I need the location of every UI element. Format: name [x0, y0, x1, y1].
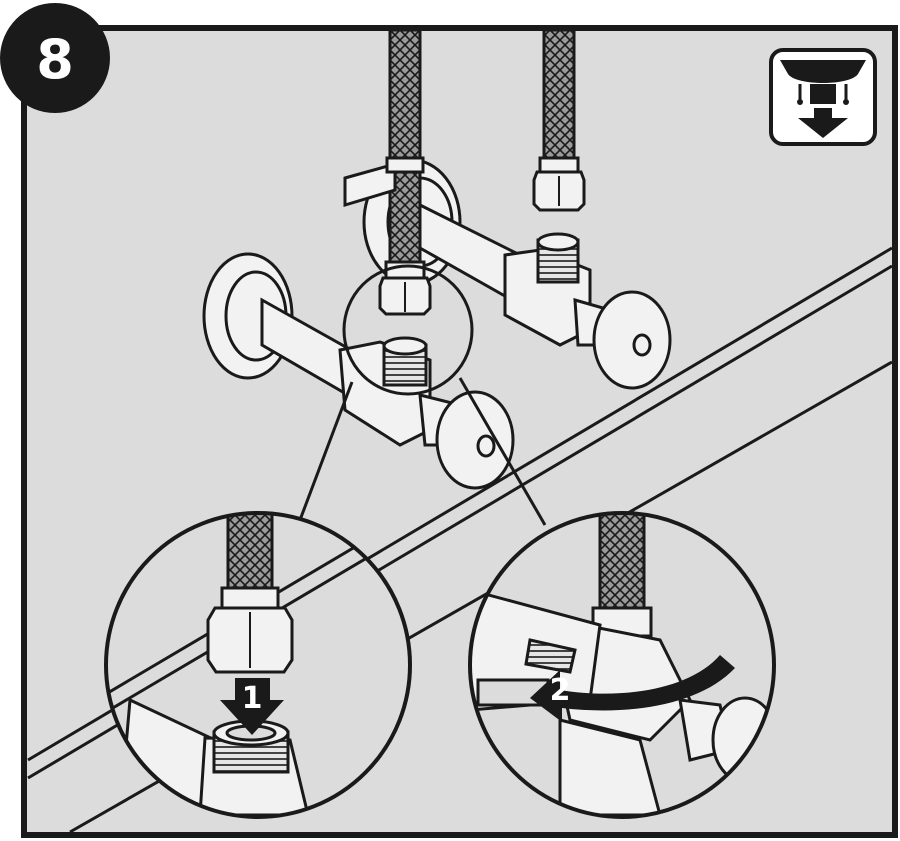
callout-number-1: 1: [242, 681, 263, 716]
callout-number-2: 2: [550, 673, 571, 708]
step-badge: 8: [0, 3, 110, 113]
under-sink-install-icon: [771, 50, 875, 144]
step-number: 8: [36, 28, 74, 91]
